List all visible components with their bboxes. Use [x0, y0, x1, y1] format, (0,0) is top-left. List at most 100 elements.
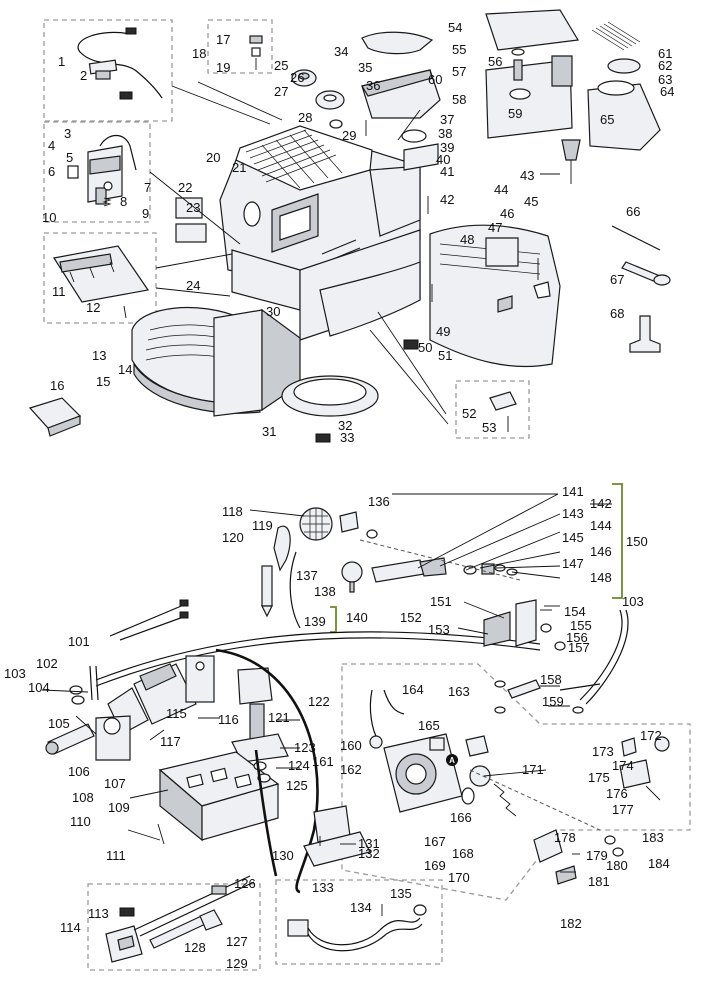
power-cable-part — [215, 648, 319, 894]
callout-label: 133 — [312, 880, 334, 895]
callout-label: 107 — [104, 776, 126, 791]
bean-hopper-part — [361, 31, 441, 171]
callout-label: 161 — [312, 754, 334, 769]
callout-label: 182 — [560, 916, 582, 931]
callout-label: 36 — [366, 78, 380, 93]
callout-label: 102 — [36, 656, 58, 671]
callout-label: 123 — [294, 740, 316, 755]
callout-label: 5 — [66, 150, 73, 165]
callout-label: 124 — [288, 758, 310, 773]
callout-label: 33 — [340, 430, 354, 445]
callout-label: 27 — [274, 84, 288, 99]
callout-label: 175 — [588, 770, 610, 785]
base-plate-part-32 — [281, 375, 379, 417]
callout-label: 168 — [452, 846, 474, 861]
callout-label: 180 — [606, 858, 628, 873]
callout-label: 151 — [430, 594, 452, 609]
steam-parts — [261, 507, 378, 629]
callout-label: 40 — [436, 152, 450, 167]
callout-label: 47 — [488, 220, 502, 235]
callout-label: 163 — [448, 684, 470, 699]
callout-label: 61 — [658, 46, 672, 61]
grinder-adjust-parts — [291, 69, 367, 136]
callout-label: 181 — [588, 874, 610, 889]
callout-label: 3 — [64, 126, 71, 141]
callout-label: 50 — [418, 340, 432, 355]
callout-label: 164 — [402, 682, 424, 697]
callout-label: 34 — [334, 44, 348, 59]
callout-label: 45 — [524, 194, 538, 209]
callout-label: 26 — [290, 70, 304, 85]
callout-label: 137 — [296, 568, 318, 583]
callout-label: 128 — [184, 940, 206, 955]
callout-label: 176 — [606, 786, 628, 801]
callout-label: 111 — [106, 848, 126, 863]
callout-label: 156 — [566, 630, 588, 645]
callout-label: 106 — [68, 764, 90, 779]
callout-label: 131 — [358, 836, 380, 851]
callout-label: 24 — [186, 278, 200, 293]
mains-cable-part — [287, 904, 427, 952]
callout-label: 56 — [488, 54, 502, 69]
callout-label: 9 — [142, 206, 149, 221]
callout-label: 134 — [350, 900, 372, 915]
callout-label: 141 — [562, 484, 584, 499]
callout-label: 169 — [424, 858, 446, 873]
callout-label: 108 — [72, 790, 94, 805]
callout-label: 140 — [346, 610, 368, 625]
callout-label: 20 — [206, 150, 220, 165]
callout-label: 132 — [358, 846, 380, 861]
top-leader-lines — [149, 81, 560, 425]
callout-label: 55 — [452, 42, 466, 57]
callout-label: 113 — [88, 906, 109, 921]
callout-label: 154 — [564, 604, 586, 619]
callout-label: 135 — [390, 886, 412, 901]
small-parts-52-53 — [489, 391, 517, 432]
switch-group-part — [67, 134, 137, 207]
callout-label: 104 — [28, 680, 50, 695]
callout-label: 28 — [298, 110, 312, 125]
callout-label: 146 — [590, 544, 612, 559]
callout-label: 2 — [80, 68, 87, 83]
callout-label: 118 — [222, 504, 243, 519]
callout-label: 32 — [338, 418, 352, 433]
valve-parts-172-181 — [533, 736, 670, 885]
callout-label: 53 — [482, 420, 496, 435]
callout-label: 57 — [452, 64, 466, 79]
callout-label: 172 — [640, 728, 662, 743]
callout-label: 43 — [520, 168, 534, 183]
callout-label: 18 — [192, 46, 206, 61]
callout-label: 6 — [48, 164, 55, 179]
callout-label: 159 — [542, 694, 564, 709]
callout-label: 157 — [568, 640, 590, 655]
callout-label: 101 — [68, 634, 90, 649]
callout-label: 7 — [144, 180, 151, 195]
callout-label: 105 — [48, 716, 70, 731]
callout-label: 130 — [272, 848, 294, 863]
callout-label: 150 — [626, 534, 648, 549]
callout-label: 144 — [590, 518, 612, 533]
callout-label: 35 — [358, 60, 372, 75]
bracket-part-11 — [53, 245, 150, 319]
callout-label: 162 — [340, 762, 362, 777]
callout-label: 170 — [448, 870, 470, 885]
callout-label: 114 — [60, 920, 81, 935]
callout-label: 65 — [600, 112, 614, 127]
callout-label: 125 — [286, 778, 308, 793]
callout-label: 173 — [592, 744, 614, 759]
callout-label: 115 — [166, 706, 187, 721]
callout-label: 67 — [610, 272, 624, 287]
callout-label: 184 — [648, 856, 670, 871]
callout-label: 4 — [48, 138, 55, 153]
callout-label: 145 — [562, 530, 584, 545]
callout-label: 122 — [308, 694, 330, 709]
callout-label: 60 — [428, 72, 442, 87]
callout-label: 103 — [4, 666, 26, 681]
sensor-cable-part — [77, 27, 163, 100]
pump-part — [45, 655, 215, 761]
callout-label: 37 — [440, 112, 454, 127]
callout-label: 31 — [262, 424, 276, 439]
callout-label: 110 — [70, 814, 91, 829]
callout-label: 64 — [660, 84, 674, 99]
callout-label: 63 — [658, 72, 672, 87]
